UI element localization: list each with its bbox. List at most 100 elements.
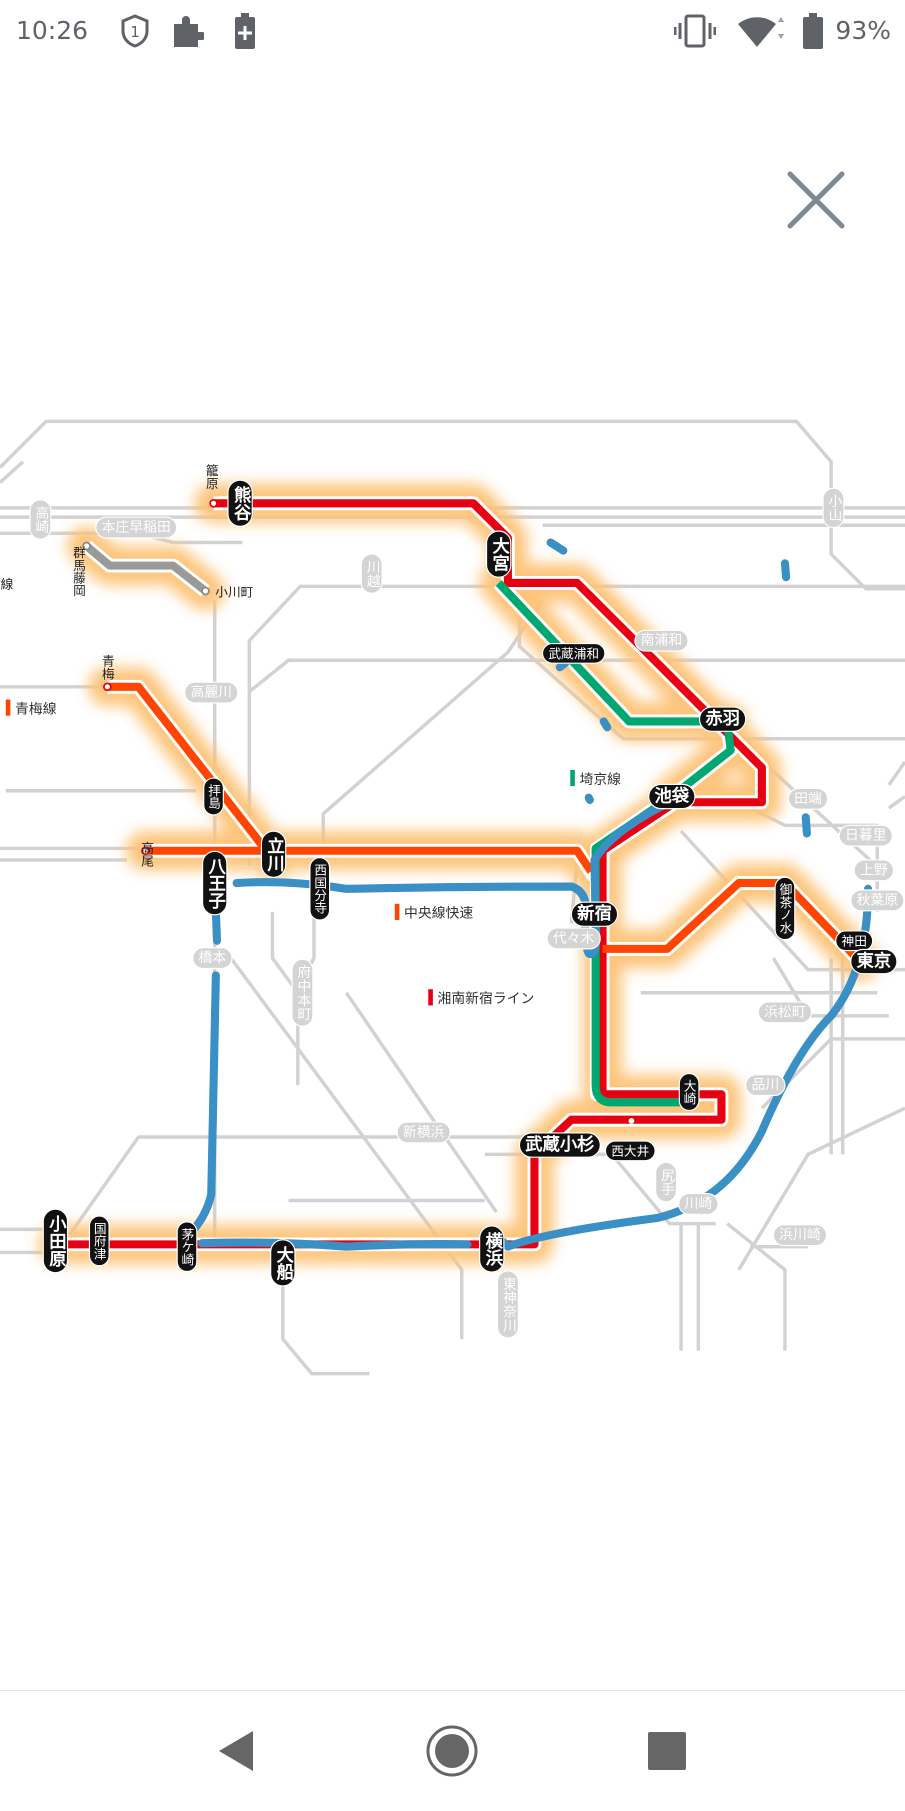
- station-kozu[interactable]: 国府津: [88, 1215, 110, 1267]
- station-musashiurawa[interactable]: 武蔵浦和: [541, 642, 606, 664]
- station-odawara[interactable]: 小田原: [42, 1208, 69, 1274]
- home-button[interactable]: [422, 1721, 482, 1781]
- station-nippori[interactable]: 日暮里: [838, 824, 893, 847]
- station-pill: [309, 857, 331, 921]
- station-takao[interactable]: 高尾: [139, 841, 154, 869]
- station-label: 小田原: [45, 1215, 66, 1268]
- station-pill: [227, 479, 253, 527]
- map-legend: 青梅線 埼京線 中央線快速 湘南新宿ライン: [5, 699, 621, 1007]
- station-haijima[interactable]: 拝島: [203, 777, 224, 816]
- station-label: 西大井: [611, 1143, 649, 1158]
- station-minamiurawa[interactable]: 南浦和: [634, 629, 689, 652]
- station-label: 新宿: [577, 903, 612, 924]
- station-label: 高崎: [32, 505, 49, 534]
- station-pill: [835, 930, 874, 952]
- station-label: 八王子: [205, 857, 226, 910]
- station-hashimoto[interactable]: 橋本: [192, 947, 233, 970]
- station-ome[interactable]: 青梅: [100, 655, 115, 681]
- recents-button[interactable]: [637, 1721, 697, 1781]
- vibrate-icon: [674, 14, 716, 48]
- station-label: 国府津: [92, 1222, 107, 1261]
- puzzle-icon: [174, 16, 204, 47]
- terminal-dots: [82, 498, 635, 1124]
- station-tabata[interactable]: 田端: [787, 787, 829, 810]
- station-shinagawa[interactable]: 品川: [745, 1074, 786, 1097]
- station-yoyogi[interactable]: 代々木: [546, 927, 601, 950]
- station-label: 田端: [794, 791, 822, 807]
- station-gunmafujioka[interactable]: 群馬藤岡: [71, 546, 86, 597]
- station-label: 池袋: [655, 785, 690, 806]
- station-nishioi[interactable]: 西大井: [604, 1140, 656, 1162]
- station-higashikanagawa[interactable]: 東神奈川: [496, 1270, 519, 1339]
- station-kanda[interactable]: 神田: [835, 930, 874, 952]
- station-label: 赤羽: [705, 708, 740, 729]
- station-akihabara[interactable]: 秋葉原: [850, 889, 905, 912]
- station-pill: [270, 1239, 296, 1287]
- station-shitte[interactable]: 尻手: [655, 1161, 678, 1203]
- station-line_fragment[interactable]: 線: [1, 577, 14, 592]
- station-akabane[interactable]: 赤羽: [698, 706, 747, 732]
- station-pill: [678, 1072, 700, 1112]
- battery-icon: [803, 13, 823, 49]
- station-ikebukuro[interactable]: 池袋: [648, 783, 696, 810]
- station-tokyo[interactable]: 東京: [850, 948, 898, 975]
- station-label: 本庄早稲田: [102, 519, 171, 536]
- station-musashikosugi[interactable]: 武蔵小杉: [518, 1132, 601, 1158]
- station-kawagoe[interactable]: 川越: [360, 553, 383, 594]
- station-tachikawa[interactable]: 立川: [260, 830, 287, 878]
- station-label: 西国分寺: [312, 863, 327, 914]
- station-pill: [95, 516, 178, 539]
- close-button[interactable]: [786, 170, 846, 230]
- station-label: 上野: [860, 862, 888, 878]
- station-yokohama[interactable]: 横浜: [479, 1225, 505, 1273]
- legend-saikyo: 埼京線: [579, 772, 621, 788]
- ome-line: [107, 682, 277, 863]
- station-hamamatsucho[interactable]: 浜松町: [757, 1001, 813, 1024]
- station-komagawa[interactable]: 高麗川: [184, 681, 239, 704]
- wifi-icon: [738, 17, 784, 47]
- station-kawasaki[interactable]: 川崎: [678, 1193, 719, 1215]
- home-icon: [426, 1725, 478, 1777]
- station-pill: [88, 1215, 110, 1267]
- station-ochanomizu[interactable]: 御茶ノ水: [774, 876, 796, 941]
- station-pill: [853, 859, 895, 882]
- back-button[interactable]: [207, 1721, 267, 1781]
- station-hachioji[interactable]: 八王子: [202, 850, 228, 916]
- station-oyama[interactable]: 小山: [822, 487, 845, 529]
- station-shinyokohama[interactable]: 新横浜: [396, 1121, 451, 1144]
- station-ueno[interactable]: 上野: [853, 859, 895, 882]
- battery-plus-icon: [235, 13, 255, 49]
- station-pill: [655, 1161, 678, 1203]
- station-label: 府中本町: [294, 965, 311, 1021]
- station-label: 南浦和: [641, 633, 683, 649]
- hachiko-line: [83, 542, 208, 595]
- station-ogawamachi[interactable]: 小川町: [215, 585, 253, 600]
- station-hamakawasaki[interactable]: 浜川崎: [772, 1224, 828, 1247]
- station-pill: [176, 1221, 198, 1273]
- station-chigasaki[interactable]: 茅ケ崎: [176, 1221, 198, 1273]
- station-label: 横浜: [482, 1231, 503, 1267]
- station-pill: [192, 947, 233, 970]
- station-pill: [546, 927, 601, 950]
- station-honjowaseda[interactable]: 本庄早稲田: [95, 516, 178, 539]
- station-pill: [202, 850, 228, 916]
- station-pill: [360, 553, 383, 594]
- station-shinjuku[interactable]: 新宿: [570, 901, 619, 927]
- station-kumagaya[interactable]: 熊谷: [227, 479, 253, 527]
- hand-drawn-route: [186, 538, 873, 1251]
- station-ofuna[interactable]: 大船: [270, 1239, 296, 1287]
- station-takasaki[interactable]: 高崎: [29, 499, 52, 540]
- station-label: 秋葉原: [857, 892, 899, 908]
- station-pill: [678, 1193, 719, 1215]
- station-pill: [757, 1001, 813, 1024]
- station-osaki[interactable]: 大崎: [678, 1072, 700, 1112]
- station-label: 新横浜: [403, 1124, 445, 1140]
- station-fuchuhonmachi[interactable]: 府中本町: [291, 958, 314, 1027]
- station-label: 茅ケ崎: [180, 1228, 195, 1267]
- station-label: 群馬藤岡: [71, 546, 86, 597]
- station-label: 線: [1, 577, 14, 592]
- station-nishikokubunji[interactable]: 西国分寺: [309, 857, 331, 921]
- station-omiya[interactable]: 大宮: [485, 530, 512, 578]
- station-kagohara[interactable]: 籠原: [204, 463, 219, 490]
